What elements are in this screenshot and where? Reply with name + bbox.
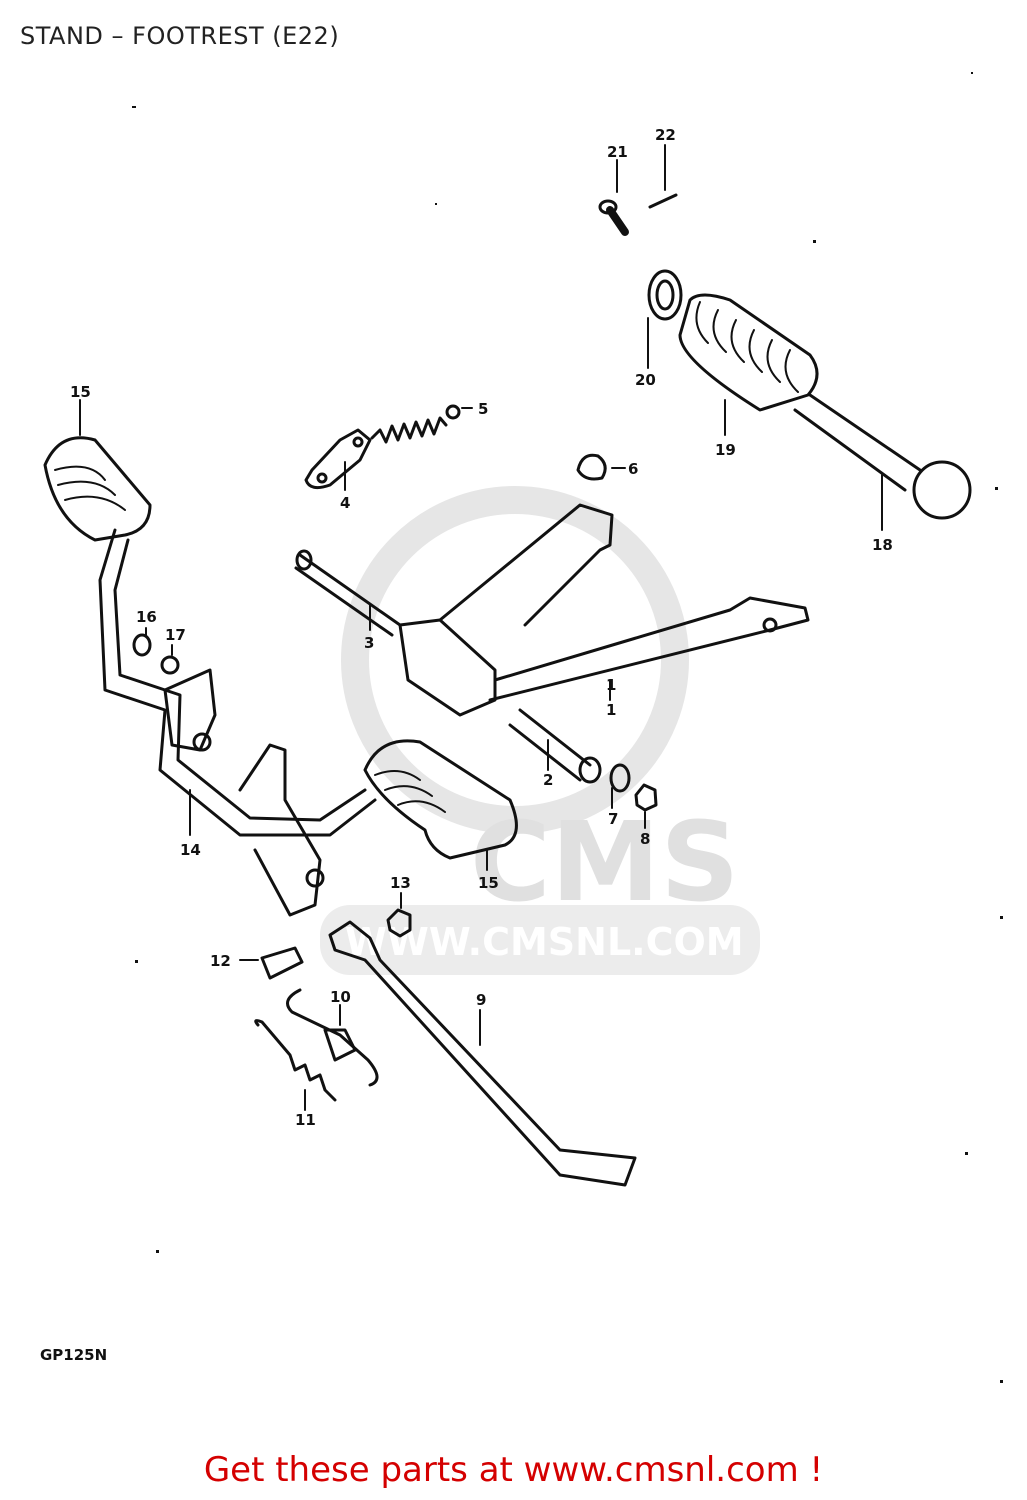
part-14-footrest-bar <box>98 528 377 917</box>
label-11: 11 <box>295 1111 316 1129</box>
label-12: 12 <box>210 952 231 970</box>
label-22: 22 <box>655 126 676 144</box>
label-15b: 15 <box>478 874 499 892</box>
part-9-side-stand <box>328 920 637 1187</box>
part-11-spring <box>254 1019 337 1111</box>
part-4-bracket <box>304 428 372 491</box>
part-5-spring <box>370 404 473 444</box>
label-2: 2 <box>543 771 553 789</box>
part-1-main-stand <box>398 503 810 717</box>
label-9: 9 <box>476 991 486 1009</box>
diagram-title: STAND – FOOTREST (E22) <box>20 22 340 50</box>
label-17: 17 <box>165 626 186 644</box>
part-3-shaft <box>294 549 402 637</box>
footer-banner[interactable]: Get these parts at www.cmsnl.com ! <box>0 1450 1027 1490</box>
part-13-nut <box>386 892 412 938</box>
part-15-footrest-rubber-left <box>43 399 152 542</box>
label-20: 20 <box>635 371 656 389</box>
label-19: 19 <box>715 441 736 459</box>
label-10: 10 <box>330 988 351 1006</box>
label-7: 7 <box>608 810 618 828</box>
part-labels: 22 21 20 19 18 5 4 6 3 1 1 2 7 8 15 16 1… <box>70 126 893 1129</box>
label-8: 8 <box>640 830 650 848</box>
part-16-bolt <box>132 627 152 657</box>
part-20-washer <box>647 269 683 369</box>
part-22-pin <box>648 144 678 209</box>
model-code: GP125N <box>40 1346 108 1364</box>
part-19-footrest-rubber <box>678 293 819 436</box>
part-10-spring <box>286 988 379 1087</box>
label-21: 21 <box>607 143 628 161</box>
label-16: 16 <box>136 608 157 626</box>
label-6: 6 <box>628 460 638 478</box>
label-18: 18 <box>872 536 893 554</box>
part-18-footrest-bar <box>793 393 972 531</box>
label-14: 14 <box>180 841 201 859</box>
scan-specks <box>132 72 1003 1383</box>
watermark: CMS WWW.CMSNL.COM <box>320 486 760 975</box>
part-21-bolt <box>598 159 629 236</box>
label-3: 3 <box>364 634 374 652</box>
part-15-footrest-rubber-right <box>363 739 518 871</box>
part-8-nut <box>634 783 658 829</box>
part-6-cap <box>576 453 626 481</box>
part-2-pivot-pipe <box>508 708 602 784</box>
label-13: 13 <box>390 874 411 892</box>
label-1b: 1 <box>606 701 616 719</box>
watermark-url: WWW.CMSNL.COM <box>345 920 744 964</box>
part-7-washer <box>609 763 631 809</box>
part-12-bolt <box>239 946 304 980</box>
label-4: 4 <box>340 494 350 512</box>
part-17-washer <box>160 644 180 675</box>
footer-link[interactable]: Get these parts at www.cmsnl.com ! <box>203 1450 824 1490</box>
label-1a: 1 <box>606 676 616 694</box>
label-15a: 15 <box>70 383 91 401</box>
label-5: 5 <box>478 400 488 418</box>
